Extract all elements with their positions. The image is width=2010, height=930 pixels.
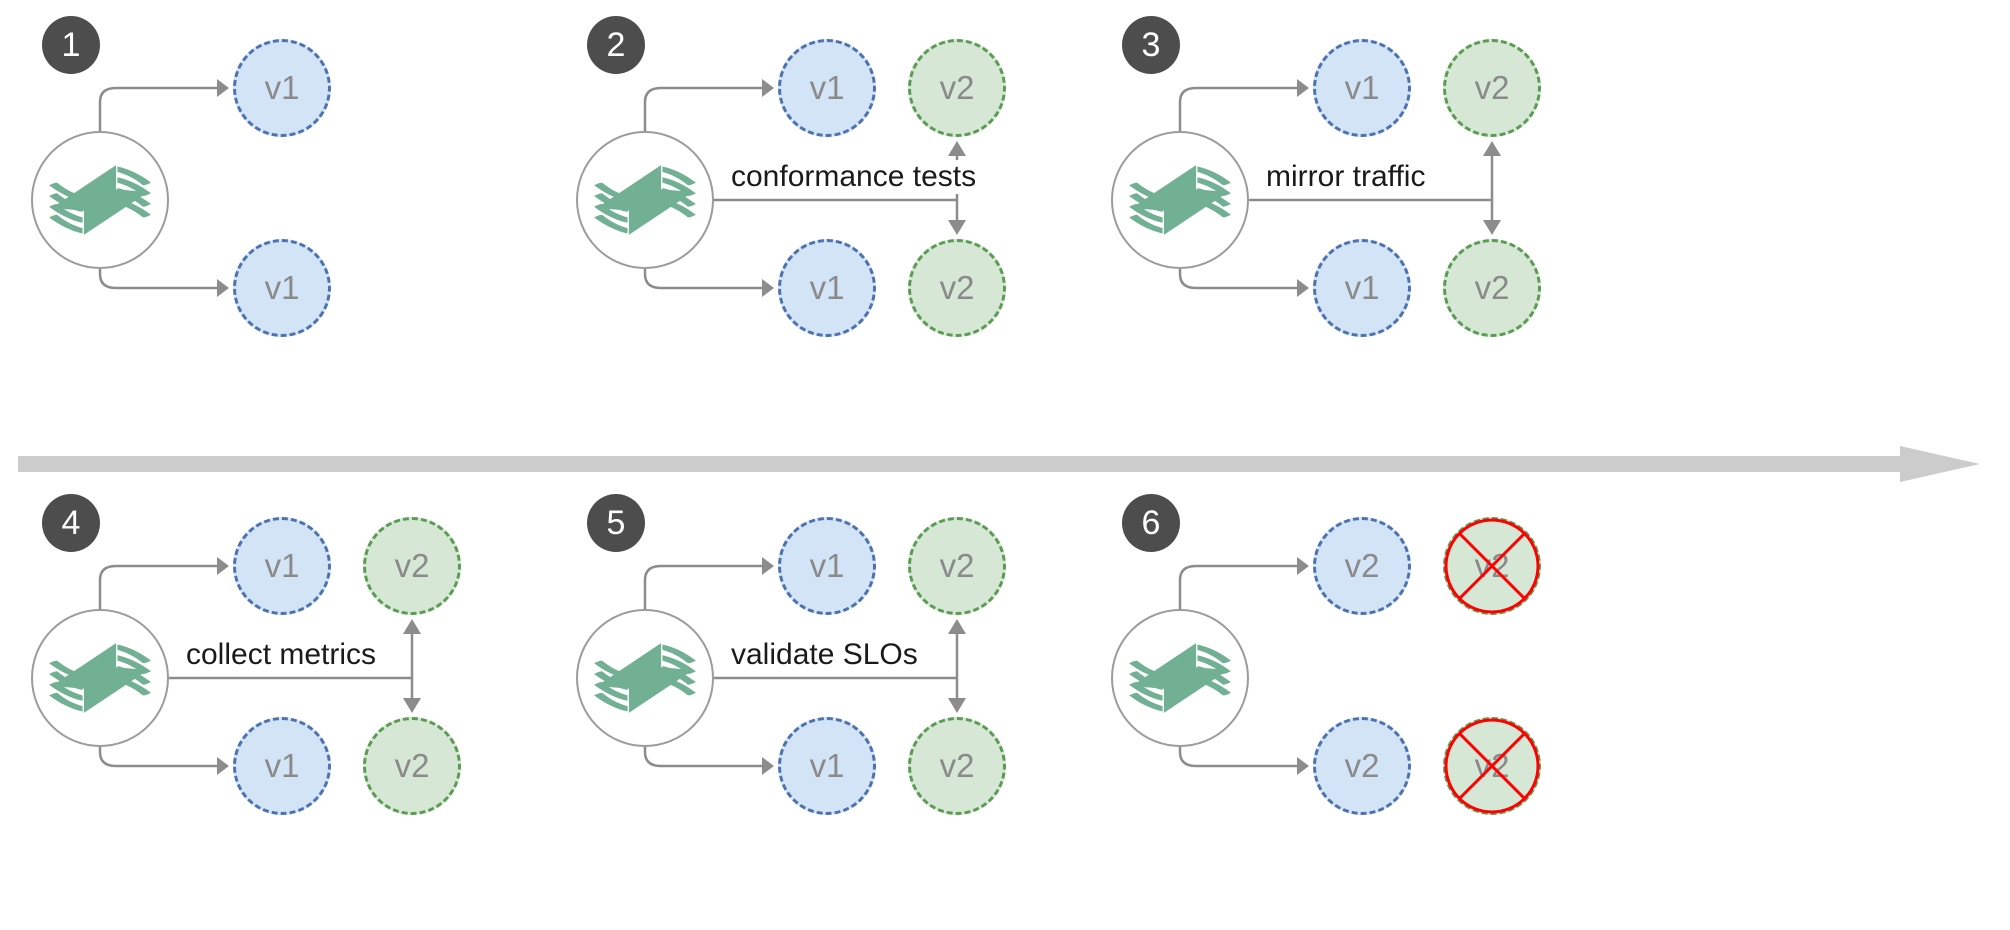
- step-number-badge: 3: [1122, 16, 1180, 74]
- version-node-label: v2: [394, 747, 430, 784]
- version-node-label: v1: [809, 269, 845, 306]
- connector-lines: [1178, 557, 1309, 775]
- version-node-primary-top[interactable]: v1: [778, 517, 876, 615]
- step-panel-3: 3 v1 v1 v2 v2 mirror traffic: [1090, 0, 1710, 400]
- step-panel-5: 5 v1 v1 v2 v2 validate SLOs: [555, 478, 1175, 878]
- version-node-label: v2: [939, 547, 975, 584]
- version-node-label: v1: [1344, 269, 1380, 306]
- istio-service-mesh-logo: [1113, 611, 1247, 745]
- step-number-badge: 6: [1122, 494, 1180, 552]
- version-node-label: v2: [1474, 547, 1510, 584]
- step-number-badge: 2: [587, 16, 645, 74]
- istio-service-mesh-logo: [578, 611, 712, 745]
- connector-lines: [1178, 79, 1501, 297]
- version-node-label: v2: [1474, 747, 1510, 784]
- version-node-label: v2: [939, 269, 975, 306]
- version-node-secondary-top[interactable]: v2: [1443, 517, 1541, 615]
- version-node-primary-bottom[interactable]: v1: [778, 717, 876, 815]
- version-node-primary-bottom[interactable]: v1: [233, 717, 331, 815]
- service-mesh-node[interactable]: [1111, 609, 1249, 747]
- version-node-primary-top[interactable]: v1: [233, 517, 331, 615]
- version-node-primary-bottom[interactable]: v1: [778, 239, 876, 337]
- step-panel-2: 2 v1 v1 v2 v2 conformance tests: [555, 0, 1175, 400]
- version-node-primary-bottom[interactable]: v1: [1313, 239, 1411, 337]
- version-node-secondary-top[interactable]: v2: [1443, 39, 1541, 137]
- version-node-primary-top[interactable]: v1: [1313, 39, 1411, 137]
- connector-lines: [98, 557, 421, 775]
- step-panel-4: 4 v1 v1 v2 v2 collect metrics: [10, 478, 630, 878]
- version-node-primary-top[interactable]: v1: [233, 39, 331, 137]
- connector-lines: [643, 79, 966, 297]
- service-mesh-node[interactable]: [576, 609, 714, 747]
- istio-service-mesh-logo: [1113, 133, 1247, 267]
- step-number-badge: 1: [42, 16, 100, 74]
- version-node-label: v2: [1474, 69, 1510, 106]
- edge-label: mirror traffic: [1258, 160, 1434, 194]
- service-mesh-node[interactable]: [31, 609, 169, 747]
- version-node-primary-bottom[interactable]: v2: [1313, 717, 1411, 815]
- version-node-secondary-bottom[interactable]: v2: [1443, 717, 1541, 815]
- version-node-label: v1: [809, 747, 845, 784]
- connector-lines: [643, 557, 966, 775]
- version-node-secondary-bottom[interactable]: v2: [363, 717, 461, 815]
- version-node-secondary-top[interactable]: v2: [363, 517, 461, 615]
- step-number-badge: 5: [587, 494, 645, 552]
- service-mesh-node[interactable]: [31, 131, 169, 269]
- version-node-primary-top[interactable]: v2: [1313, 517, 1411, 615]
- version-node-label: v2: [1474, 269, 1510, 306]
- version-node-secondary-top[interactable]: v2: [908, 517, 1006, 615]
- version-node-label: v1: [1344, 69, 1380, 106]
- version-node-label: v2: [1344, 547, 1380, 584]
- time-axis-arrow: [18, 446, 1980, 482]
- version-node-secondary-bottom[interactable]: v2: [908, 239, 1006, 337]
- version-node-label: v2: [939, 747, 975, 784]
- version-node-label: v2: [394, 547, 430, 584]
- step-panel-6: 6 v2 v2 v2 v2: [1090, 478, 1710, 878]
- service-mesh-node[interactable]: [1111, 131, 1249, 269]
- version-node-label: v1: [809, 547, 845, 584]
- istio-service-mesh-logo: [33, 611, 167, 745]
- version-node-label: v1: [809, 69, 845, 106]
- service-mesh-node[interactable]: [576, 131, 714, 269]
- version-node-secondary-bottom[interactable]: v2: [908, 717, 1006, 815]
- istio-service-mesh-logo: [578, 133, 712, 267]
- step-panel-1: 1 v1 v1: [10, 0, 630, 400]
- connector-lines: [98, 79, 229, 297]
- step-number-badge: 4: [42, 494, 100, 552]
- version-node-secondary-bottom[interactable]: v2: [1443, 239, 1541, 337]
- version-node-label: v1: [264, 747, 300, 784]
- version-node-label: v1: [264, 69, 300, 106]
- edge-label: conformance tests: [723, 160, 985, 194]
- edge-label: validate SLOs: [723, 638, 926, 672]
- istio-service-mesh-logo: [33, 133, 167, 267]
- version-node-label: v1: [264, 269, 300, 306]
- version-node-label: v1: [264, 547, 300, 584]
- version-node-secondary-top[interactable]: v2: [908, 39, 1006, 137]
- version-node-primary-bottom[interactable]: v1: [233, 239, 331, 337]
- version-node-primary-top[interactable]: v1: [778, 39, 876, 137]
- edge-label: collect metrics: [178, 638, 385, 672]
- version-node-label: v2: [1344, 747, 1380, 784]
- version-node-label: v2: [939, 69, 975, 106]
